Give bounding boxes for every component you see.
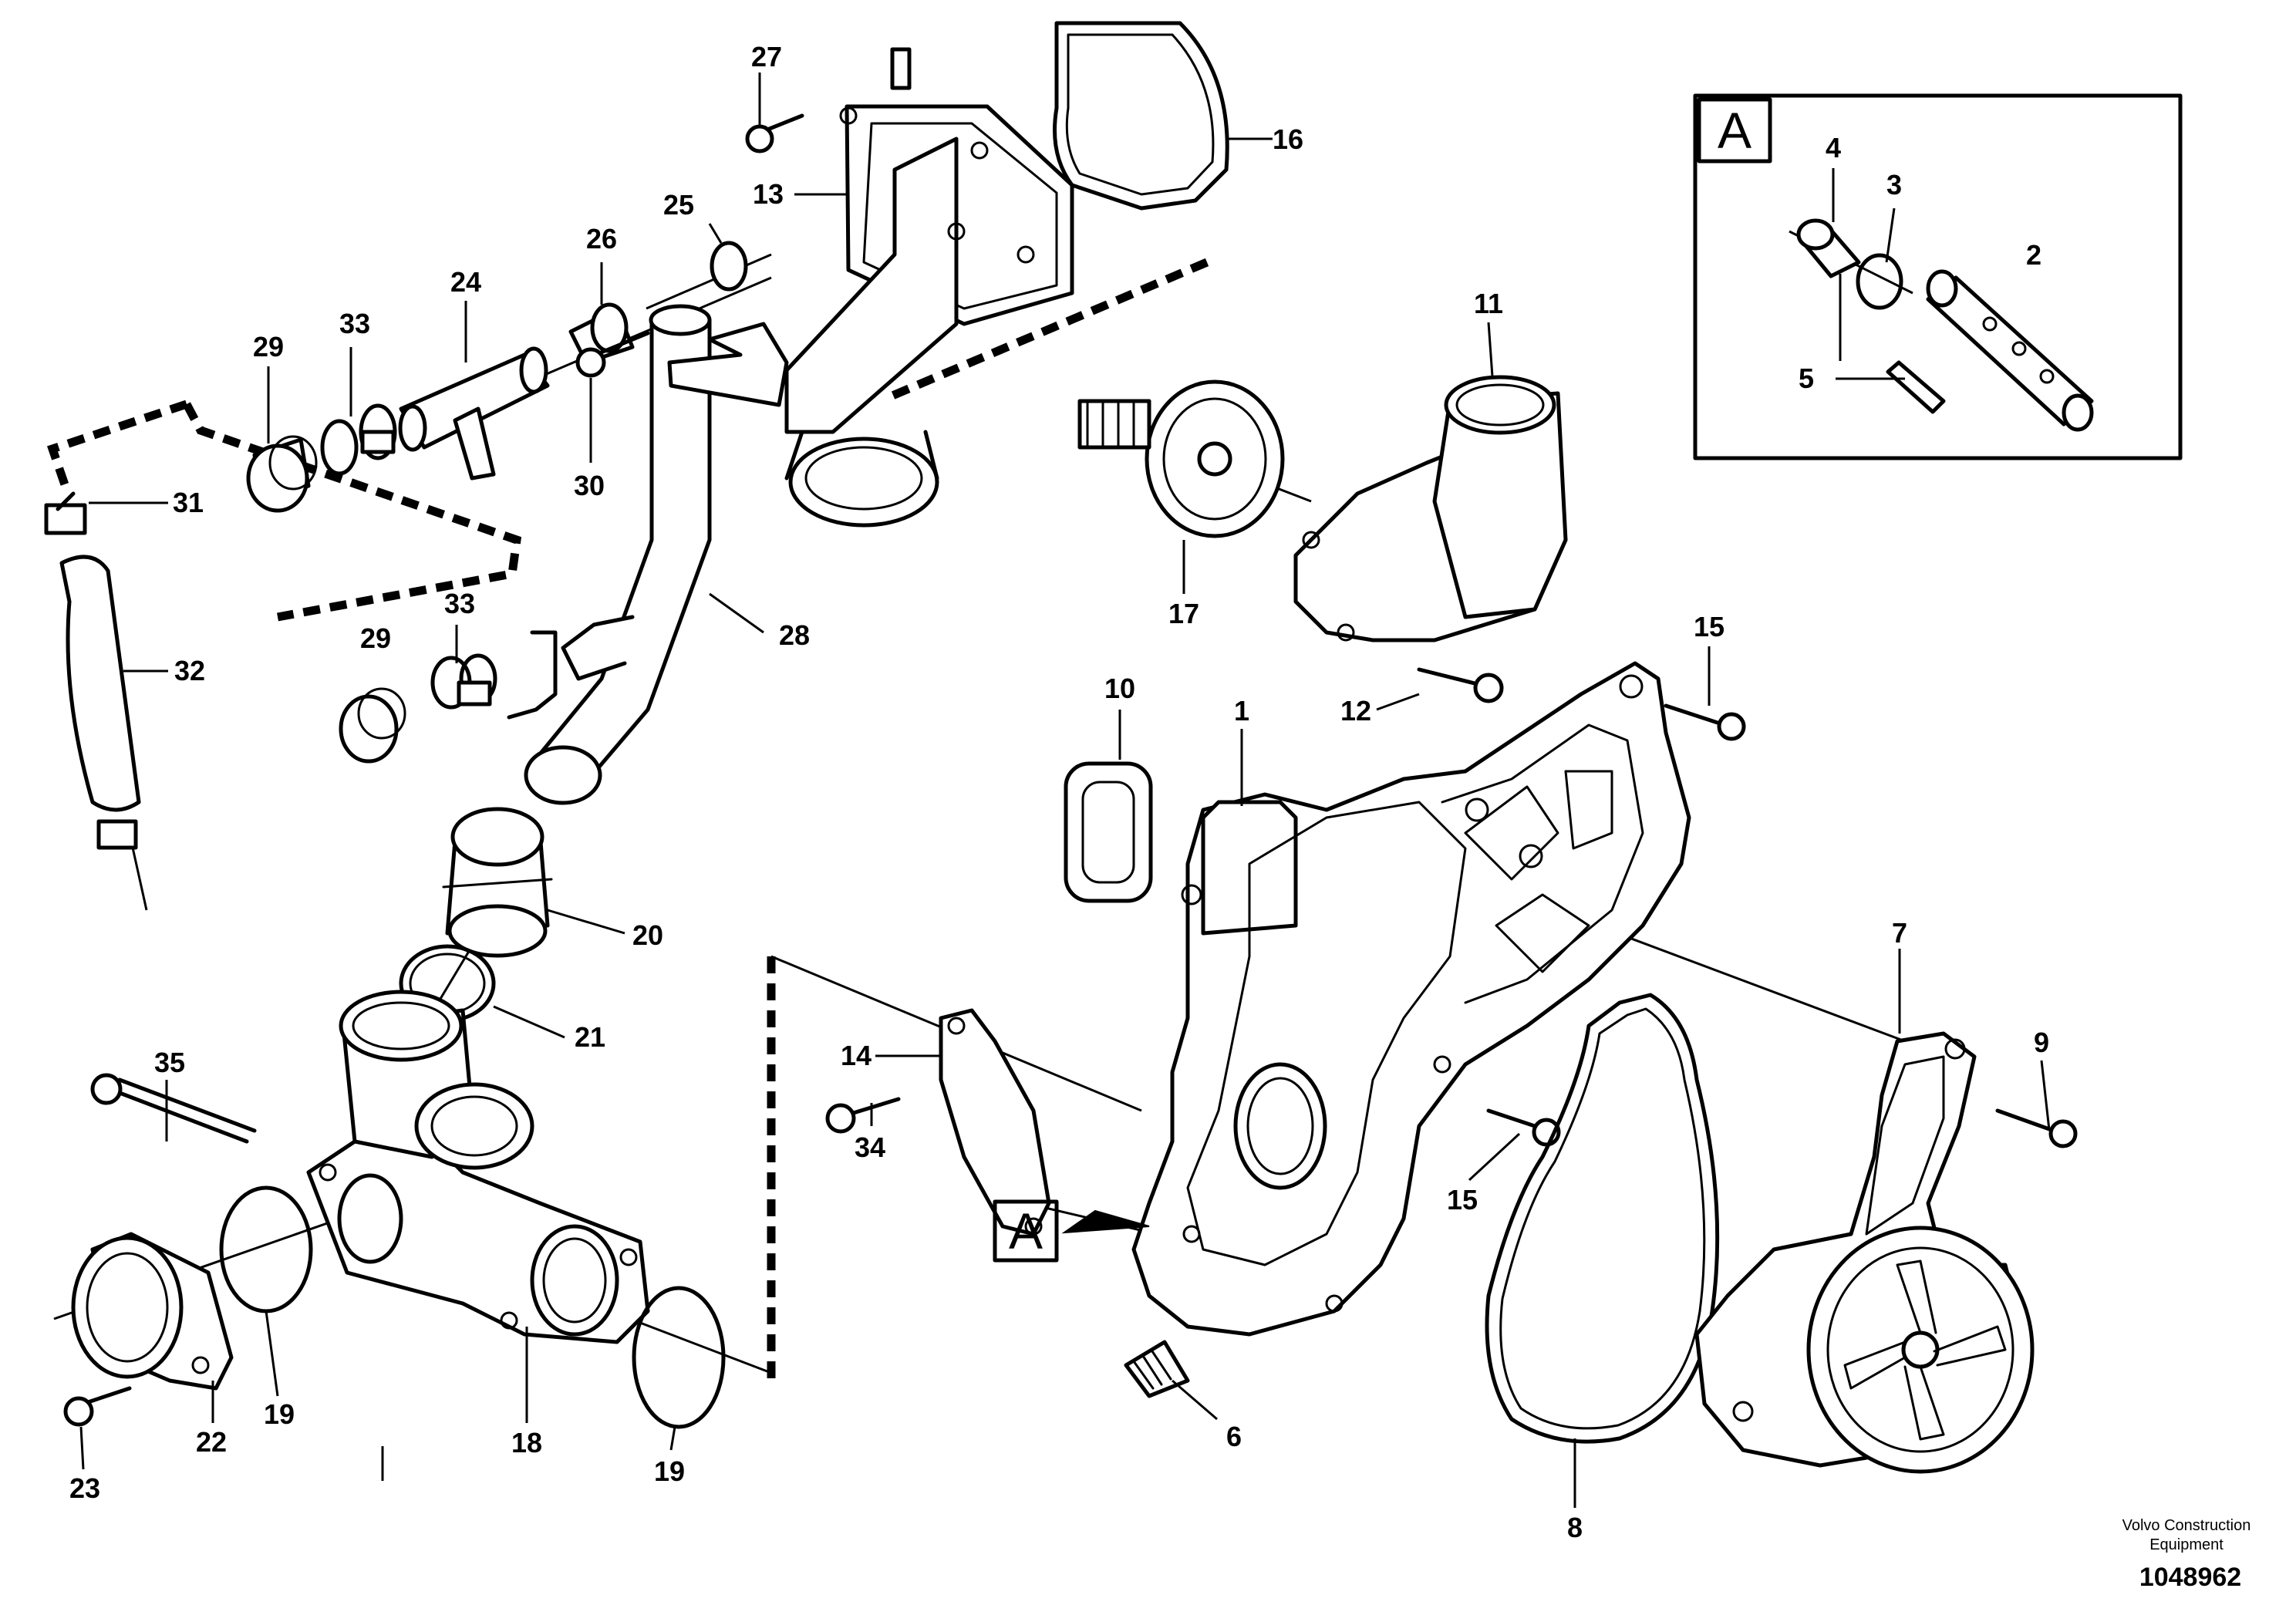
- dashed-connection-13-1: [885, 258, 1209, 403]
- detail-a-tag: A: [1718, 102, 1752, 159]
- bushing-part-4: [1789, 218, 1913, 295]
- callout-35: 35: [154, 1047, 185, 1078]
- housing-part-13: [784, 47, 1074, 528]
- gasket-part-8: [1485, 993, 1720, 1444]
- callout-20: 20: [632, 919, 663, 951]
- bolt-part-35: [90, 1073, 257, 1144]
- footer: Volvo Construction Equipment 1048962: [2122, 1517, 2251, 1592]
- assembly-line: [646, 253, 772, 310]
- water-pump-part-7: [1694, 1031, 2035, 1474]
- callout-10: 10: [1104, 673, 1135, 704]
- thermostat-part-17: [1077, 379, 1285, 538]
- detail-a-frame: [1693, 93, 2183, 460]
- callout-26: 26: [586, 223, 617, 255]
- coupling-part-20: [442, 807, 553, 958]
- clip-part-31-top: [44, 491, 87, 535]
- detail-a-reference-tag: A: [1009, 1202, 1043, 1259]
- bolt-part-12: [1417, 667, 1504, 703]
- callout-15-top: 15: [1694, 611, 1725, 642]
- callout-29-top: 29: [253, 331, 284, 363]
- bolt-part-23: [63, 1386, 132, 1427]
- o-ring-part-19-right: [632, 1286, 726, 1429]
- callout-14: 14: [841, 1040, 872, 1071]
- callout-29-bottom: 29: [360, 622, 391, 654]
- seal-part-10: [1064, 761, 1153, 903]
- bolt-part-15-top: [1664, 703, 1746, 741]
- callout-9: 9: [2034, 1027, 2049, 1058]
- bolt-part-27: [745, 113, 804, 153]
- callout-27: 27: [751, 41, 782, 73]
- callout-11: 11: [1474, 288, 1503, 319]
- bolt-part-9: [1995, 1108, 2078, 1148]
- manufacturer-line-1: Volvo Construction: [2122, 1517, 2251, 1534]
- callout-4: 4: [1826, 132, 1841, 164]
- hose-part-32: [59, 555, 141, 812]
- pipe-part-28: [507, 304, 789, 805]
- shaft-part-2: [1926, 269, 2094, 432]
- callout-2: 2: [2026, 239, 2041, 271]
- callout-16: 16: [1273, 123, 1303, 155]
- callout-25: 25: [663, 189, 694, 221]
- cap-part-29-top: [246, 435, 318, 513]
- callout-15-middle: 15: [1447, 1184, 1478, 1216]
- callout-32: 32: [174, 655, 205, 686]
- clamp-part-33-top: [320, 403, 397, 476]
- manufacturer-line-2: Equipment: [2149, 1536, 2224, 1553]
- callout-leaders: [79, 73, 2051, 1508]
- callout-31: 31: [173, 487, 204, 518]
- callout-8: 8: [1567, 1512, 1583, 1543]
- clip-part-31-bottom: [96, 819, 138, 850]
- callout-23: 23: [69, 1472, 100, 1504]
- callout-6: 6: [1226, 1421, 1242, 1452]
- drawing-number: 1048962: [2139, 1563, 2241, 1592]
- callout-7: 7: [1892, 917, 1907, 949]
- dashed-connection-24-32: [46, 400, 522, 622]
- cap-part-29-bottom: [339, 687, 406, 764]
- pipe-part-24: [398, 346, 550, 481]
- callout-28: 28: [779, 619, 810, 651]
- plug-part-6: [1124, 1340, 1190, 1398]
- callout-3: 3: [1886, 169, 1902, 201]
- bolt-part-15-middle: [1486, 1108, 1561, 1147]
- callout-34: 34: [855, 1131, 885, 1163]
- callout-labels: 1 2 3 4 5 6 7 8 9 10 11 12 13 14 15 15 1…: [69, 41, 2049, 1543]
- callout-17: 17: [1168, 598, 1199, 629]
- callout-33-bottom: 33: [444, 588, 475, 619]
- callout-33-top: 33: [339, 308, 370, 339]
- callout-13: 13: [753, 178, 784, 210]
- gasket-part-16: [1053, 21, 1229, 211]
- callout-24: 24: [450, 266, 481, 298]
- bracket-part-14: [939, 1008, 1051, 1236]
- bolt-part-34: [825, 1097, 901, 1134]
- pin-part-5: [1886, 360, 1946, 414]
- seal-part-25: [710, 241, 748, 292]
- detail-a-tag-box: [1697, 97, 1772, 164]
- callout-1: 1: [1234, 695, 1249, 727]
- bolt-part-30: [575, 331, 650, 378]
- manifold-part-18: [306, 990, 650, 1344]
- detail-a-inset: A: [1693, 93, 2183, 460]
- callout-21: 21: [575, 1021, 605, 1053]
- callout-19-left: 19: [264, 1398, 295, 1430]
- callout-22: 22: [196, 1426, 227, 1458]
- callout-19-right: 19: [654, 1455, 685, 1487]
- o-ring-part-3: [1856, 253, 1903, 310]
- callout-5: 5: [1799, 363, 1814, 394]
- flange-part-22: [71, 1232, 234, 1391]
- gasket-part-16-inner: [1065, 33, 1215, 196]
- o-ring-part-19-left: [219, 1185, 313, 1313]
- callout-18: 18: [511, 1427, 542, 1458]
- callout-30: 30: [574, 470, 605, 501]
- clamp-part-33-bottom: [430, 653, 497, 710]
- detail-a-reference-callout: A: [993, 1199, 1150, 1263]
- elbow-housing-part-11: [1293, 375, 1568, 642]
- cover-part-1: [1131, 661, 1691, 1337]
- assembly-line: [130, 840, 148, 911]
- callout-12: 12: [1340, 695, 1371, 727]
